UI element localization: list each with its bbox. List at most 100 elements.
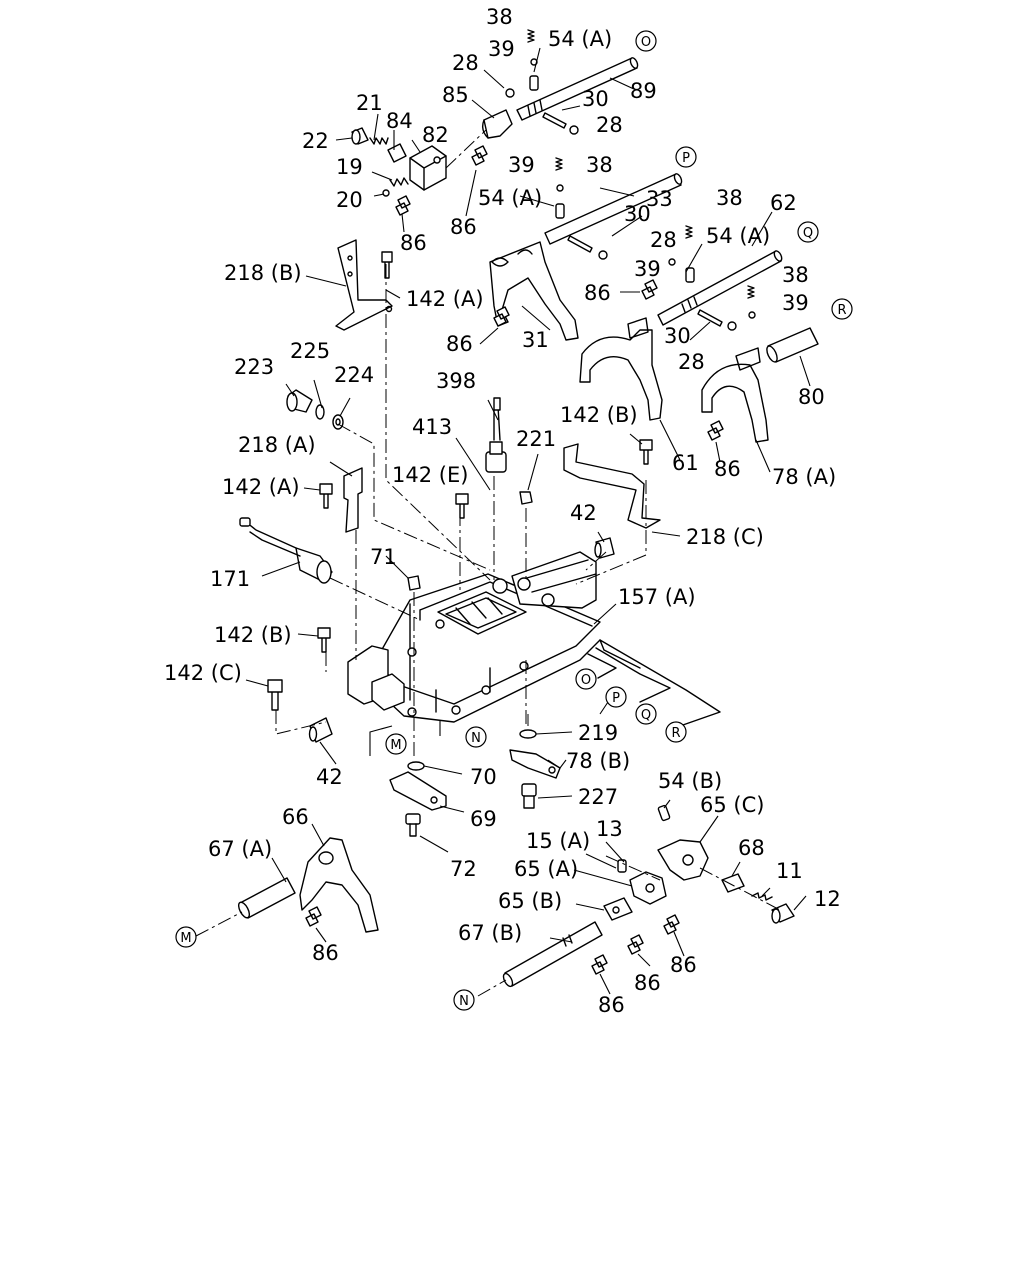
label-62: 62 [770,191,797,215]
label-28: 28 [650,228,677,252]
shift-rod-33 [544,173,683,245]
shift-fork-66 [299,837,379,933]
label-86: 86 [714,457,741,481]
washer-70 [407,761,425,771]
shift-fork-78a [701,347,769,443]
lever-65c [657,839,709,881]
arm-69 [389,771,447,811]
label-218a: 218 (A) [238,433,316,457]
label-28: 28 [678,350,705,374]
label-218c: 218 (C) [686,525,764,549]
reference-markers: O P Q R O P Q R [175,30,853,1011]
svg-text:N: N [471,731,481,746]
label-157a: 157 (A) [618,585,696,609]
svg-text:M: M [180,931,191,946]
label-78a: 78 (A) [772,465,836,489]
label-142a: 142 (A) [406,287,484,311]
spring-21 [369,137,389,145]
pin-13 [617,859,627,873]
marker-m-shaft: M [175,926,197,948]
label-86: 86 [584,281,611,305]
label-86: 86 [400,231,427,255]
bolt-227 [521,783,537,809]
label-42: 42 [570,501,597,525]
label-61: 61 [672,451,699,475]
label-223: 223 [234,355,274,379]
seal-225 [315,404,325,420]
marker-n: N [465,726,487,748]
label-12: 12 [814,887,841,911]
plug-12 [771,903,795,924]
marker-o-lower: O [575,668,597,690]
bushings-42 [308,537,615,743]
label-65b: 65 (B) [498,889,562,913]
marker-p-lower: P [605,686,627,708]
marker-m: M [385,733,407,755]
label-142e: 142 (E) [392,463,468,487]
label-39: 39 [488,37,515,61]
label-142c: 142 (C) [164,661,242,685]
bolts-142 [267,251,653,711]
pin-68 [721,873,745,893]
svg-text:P: P [612,691,620,706]
plug-22 [351,127,369,145]
spring-19 [389,177,409,187]
label-82: 82 [422,123,449,147]
label-38: 38 [716,186,743,210]
leader-lines [245,47,811,995]
label-39: 39 [508,153,535,177]
label-86: 86 [598,993,625,1017]
arm-78b [509,749,561,779]
marker-p: P [675,146,697,168]
bolt-72 [405,813,421,837]
label-86: 86 [670,953,697,977]
bracket-218c [563,443,661,529]
label-142b: 142 (B) [560,403,638,427]
label-72: 72 [450,857,477,881]
svg-text:P: P [682,151,690,166]
label-38: 38 [586,153,613,177]
label-54b: 54 (B) [658,769,722,793]
lever-65b [603,897,633,921]
label-227: 227 [578,785,618,809]
svg-text:Q: Q [641,708,651,723]
label-171: 171 [210,567,250,591]
label-219: 219 [578,721,618,745]
svg-text:R: R [837,303,846,318]
label-39: 39 [634,257,661,281]
label-413: 413 [412,415,452,439]
label-85: 85 [442,83,469,107]
label-89: 89 [630,79,657,103]
assembly-centerline [445,129,487,169]
label-54a: 54 (A) [706,224,770,248]
svg-text:N: N [459,994,469,1009]
label-71: 71 [370,545,397,569]
shift-rod-62 [657,250,783,326]
shaft-67b [477,921,603,997]
detent-springs [527,29,773,901]
label-67a: 67 (A) [208,837,272,861]
label-65a: 65 (A) [514,857,578,881]
label-225: 225 [290,339,330,363]
label-30: 30 [582,87,609,111]
svg-text:O: O [581,673,591,688]
svg-text:Q: Q [803,226,813,241]
label-142b: 142 (B) [214,623,292,647]
label-70: 70 [470,765,497,789]
label-65c: 65 (C) [700,793,764,817]
svg-text:O: O [641,35,651,50]
switch-398 [485,397,507,473]
marker-o: O [635,30,657,52]
lever-85 [481,109,513,139]
label-33: 33 [646,187,673,211]
marker-r-lower: R [665,721,687,743]
label-11: 11 [776,859,803,883]
plug-223 [286,389,313,413]
label-28: 28 [452,51,479,75]
marker-n-shaft: N [453,989,475,1011]
svg-text:M: M [390,738,401,753]
label-398: 398 [436,369,476,393]
label-86: 86 [312,941,339,965]
label-31: 31 [522,328,549,352]
label-39: 39 [782,291,809,315]
